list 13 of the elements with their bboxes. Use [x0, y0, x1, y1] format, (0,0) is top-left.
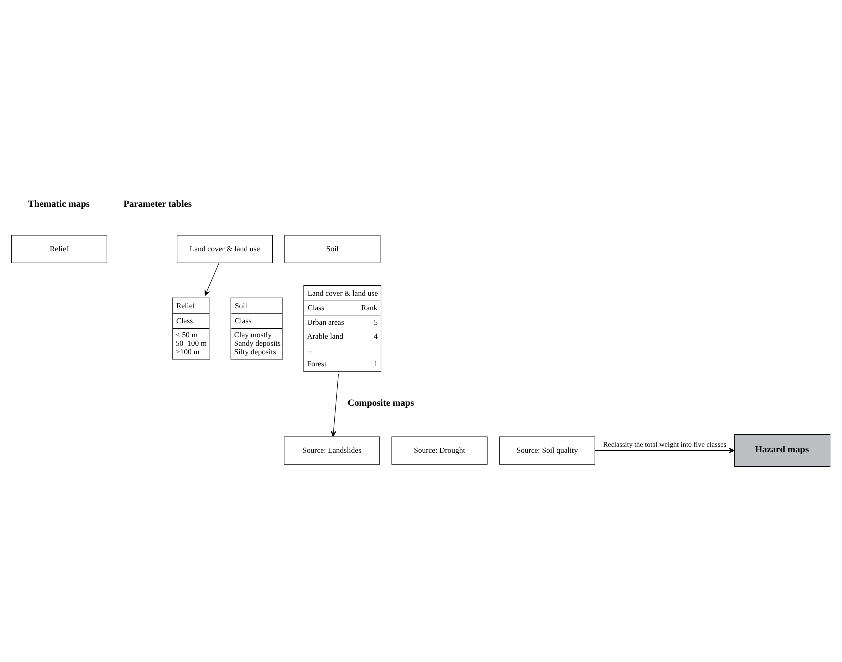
label: Parameter tables — [124, 200, 192, 210]
node-box: Source: Drought — [392, 436, 488, 465]
node-box: Hazard maps — [734, 434, 831, 468]
node-box: Relief — [11, 235, 108, 264]
node-box: Land cover & land use — [177, 235, 274, 264]
label: Composite maps — [348, 399, 414, 410]
arrow — [331, 374, 339, 438]
node-box: Source: Soil quality — [499, 436, 596, 465]
label: Thematic maps — [28, 200, 90, 210]
node-box: Source: Landslides — [284, 436, 380, 465]
node-box: Soil — [284, 235, 381, 264]
arrow — [595, 448, 736, 454]
arrow — [204, 262, 220, 296]
